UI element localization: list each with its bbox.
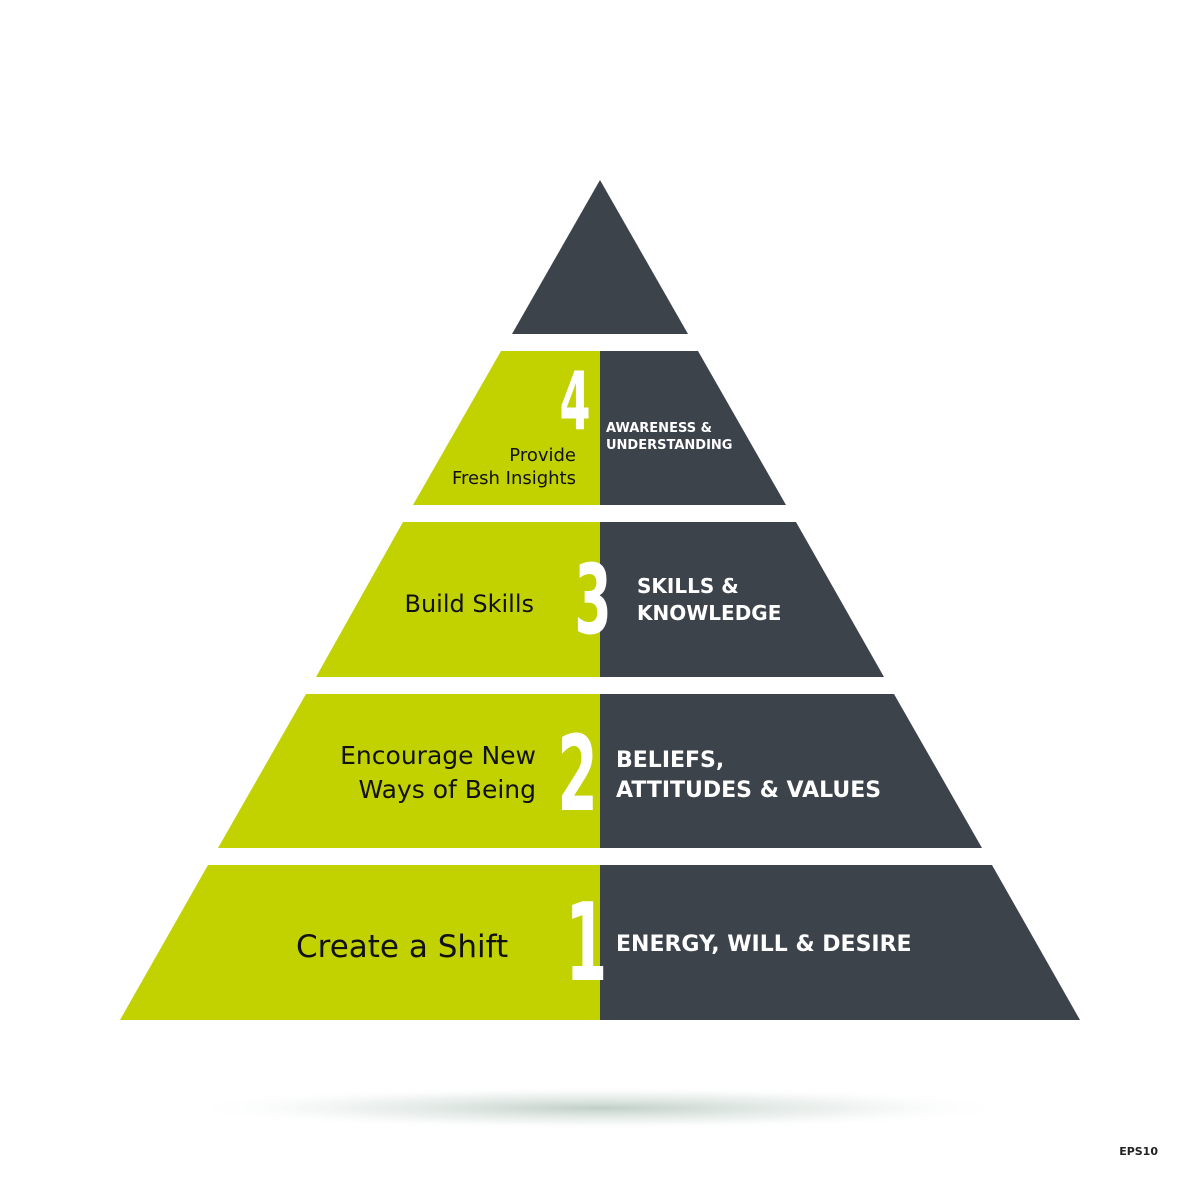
level-1-right-label: ENERGY, WILL & DESIRE — [616, 932, 912, 957]
level-3-left-label: Build Skills — [404, 590, 534, 618]
level-4-right-label: AWARENESS & UNDERSTANDING — [606, 421, 733, 453]
level-1-left-half — [120, 865, 600, 1020]
level-3-left-half — [316, 522, 600, 677]
level-1-right-half — [600, 865, 1080, 1020]
level-2-left-half — [218, 694, 600, 848]
level-3-right-label: SKILLS & KNOWLEDGE — [637, 574, 782, 625]
level-1-left-label: Create a Shift — [296, 929, 509, 965]
level-4-left-label: Provide Fresh Insights — [452, 445, 576, 489]
level-2-right-half — [600, 694, 982, 848]
level-4-right-half — [600, 351, 786, 505]
level-2-left-label: Encourage New Ways of Being — [340, 741, 536, 804]
pyramid-apex — [512, 180, 688, 334]
level-1-number: 1 — [565, 881, 608, 1006]
format-label: EPS10 — [1119, 1145, 1158, 1158]
level-2-number: 2 — [557, 713, 598, 835]
level-3-number: 3 — [574, 544, 612, 656]
ground-shadow — [180, 1086, 1020, 1130]
level-3-right-half — [600, 522, 884, 677]
level-4-left-half — [413, 351, 600, 505]
level-2-right-label: BELIEFS, ATTITUDES & VALUES — [616, 748, 882, 803]
level-4-number: 4 — [559, 355, 591, 448]
